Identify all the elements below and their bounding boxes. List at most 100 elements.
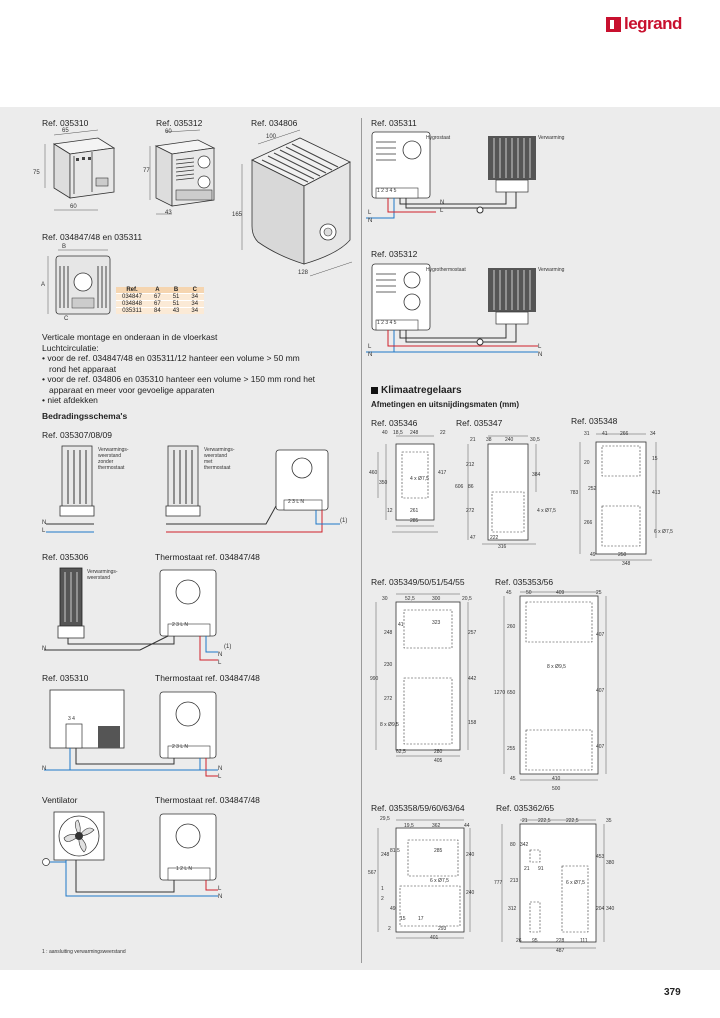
table-cell: 51: [166, 300, 186, 308]
dim: 2: [381, 896, 384, 902]
table-header: B: [166, 287, 186, 294]
dim: 293: [438, 926, 447, 932]
note-line: • voor de ref. 034847/48 en 035311/12 ha…: [42, 353, 300, 363]
ref-034847-48: Ref. 034847/48 en 035311: [42, 232, 143, 242]
dim: 417: [438, 470, 447, 476]
note-line: apparaat en meer voor gevoelige apparate…: [49, 384, 215, 395]
dim-a-label: A: [41, 282, 46, 288]
wiring-title: Bedradingsschema's: [42, 411, 128, 421]
label-n: N: [42, 646, 47, 652]
dim: 80: [510, 842, 516, 848]
label-n: N: [218, 894, 223, 900]
note-1: (1): [224, 644, 232, 650]
wiring-ref-035310: Ref. 035310: [42, 673, 89, 683]
dim: 2: [388, 926, 391, 932]
table-cell: 67: [148, 300, 167, 308]
cutout-035353: [503, 591, 607, 781]
table-cell: 034848: [116, 300, 149, 308]
table-row: 034848 67 51 34: [116, 300, 205, 308]
label-n: N: [368, 352, 373, 358]
dim: 204: [596, 906, 605, 912]
footnote: 1 : aansluiting verwarmingsweerstand: [42, 949, 126, 955]
dim: 22: [440, 430, 446, 436]
dim-b-label: B: [62, 244, 67, 250]
note-line: • voor de ref. 034806 en 035310 hanteer …: [42, 374, 316, 384]
legrand-logo-icon: [606, 16, 621, 32]
dim: 8 x Ø9,5: [380, 722, 399, 728]
dim: 316: [498, 544, 507, 550]
label-l: L: [42, 528, 46, 534]
label-n: N: [218, 766, 223, 772]
dim: 407: [596, 744, 605, 750]
dim: 500: [552, 786, 561, 792]
dim: 21: [470, 437, 476, 443]
dim-035310-a: 65: [62, 128, 69, 134]
ref-035358: Ref. 035358/59/60/63/64: [371, 803, 465, 813]
dim: 228: [556, 938, 565, 944]
dim: 380: [606, 860, 615, 866]
dim: 6 x Ø7,5: [566, 880, 585, 886]
label-n: N: [42, 520, 47, 526]
dim-035312-a: 60: [165, 129, 172, 135]
label-l: L: [538, 344, 542, 350]
label-weerstand-zonder: Verwarmings- weerstand zonder thermostaa…: [98, 447, 129, 471]
wiring-diagram-035311: [366, 131, 536, 219]
dim: 252: [588, 486, 597, 492]
cutout-035358: [377, 819, 471, 939]
dim: 49: [390, 906, 396, 912]
dim: 4 x Ø7,5: [537, 508, 556, 514]
wiring-ref-thermostat-2: Thermostaat ref. 034847/48: [155, 673, 260, 683]
dim: 777: [494, 880, 503, 886]
dim: 260: [507, 624, 516, 630]
dim: 95: [532, 938, 538, 944]
table-header: C: [185, 287, 205, 294]
note-line: • niet afdekken: [42, 395, 98, 405]
dim: 18,5: [393, 430, 403, 436]
note-line: Luchtcirculatie:: [42, 342, 99, 353]
dim: 6 x Ø7,5: [430, 878, 449, 884]
table-cell: 67: [148, 293, 167, 301]
dim: 250: [618, 552, 627, 558]
dim: 30: [382, 596, 388, 602]
dimensions-table: Ref. A B C 034847 67 51 34 034848 67 51 …: [116, 287, 205, 314]
column-divider: [361, 118, 362, 963]
dim: 362: [432, 823, 441, 829]
dim-034806-a: 100: [266, 134, 277, 140]
label-verwarming: Verwarming: [538, 135, 565, 141]
klima-subtitle: Afmetingen en uitsnijdingsmaten (mm): [371, 400, 520, 409]
dim: 222,5: [538, 818, 551, 824]
ref-034806: Ref. 034806: [251, 118, 298, 128]
dim: 413: [652, 490, 661, 496]
dim: 248: [381, 852, 390, 858]
dim: 240: [466, 890, 475, 896]
dim: 52,5: [405, 596, 415, 602]
dim: 990: [370, 676, 379, 682]
label-hygrothermostaat: Hygrothermostaat: [426, 267, 466, 273]
wiring-diagram-035312: [366, 263, 538, 353]
dim: 348: [622, 561, 631, 567]
terminals-r2: 1 2 3 4 5: [377, 320, 397, 326]
wiring-diagram-035310: [44, 689, 218, 777]
product-034806-drawing: [241, 129, 353, 277]
dim: 606: [455, 484, 464, 490]
cutout-035362: [501, 819, 605, 949]
ground-icon: [42, 858, 50, 866]
terminals-w1: 2 3 L N: [288, 499, 304, 505]
dim: 21: [524, 866, 530, 872]
wiring-ref-035307: Ref. 035307/08/09: [42, 430, 112, 440]
wiring-ref-ventilator: Ventilator: [42, 795, 78, 805]
section-bullet-icon: [371, 387, 378, 394]
dim: 300: [432, 596, 441, 602]
dim: 453: [596, 854, 605, 860]
label-n: N: [42, 766, 47, 772]
dim: 401: [430, 935, 439, 941]
dim: 91: [538, 866, 544, 872]
fan-icon: [63, 819, 95, 853]
dim: 44: [464, 823, 470, 829]
dim: 20,5: [462, 596, 472, 602]
label-verwarming: Verwarming: [538, 267, 565, 273]
dim: 240: [466, 852, 475, 858]
dim: 15: [652, 456, 658, 462]
dim: 442: [468, 676, 477, 682]
dim: 384: [532, 472, 541, 478]
